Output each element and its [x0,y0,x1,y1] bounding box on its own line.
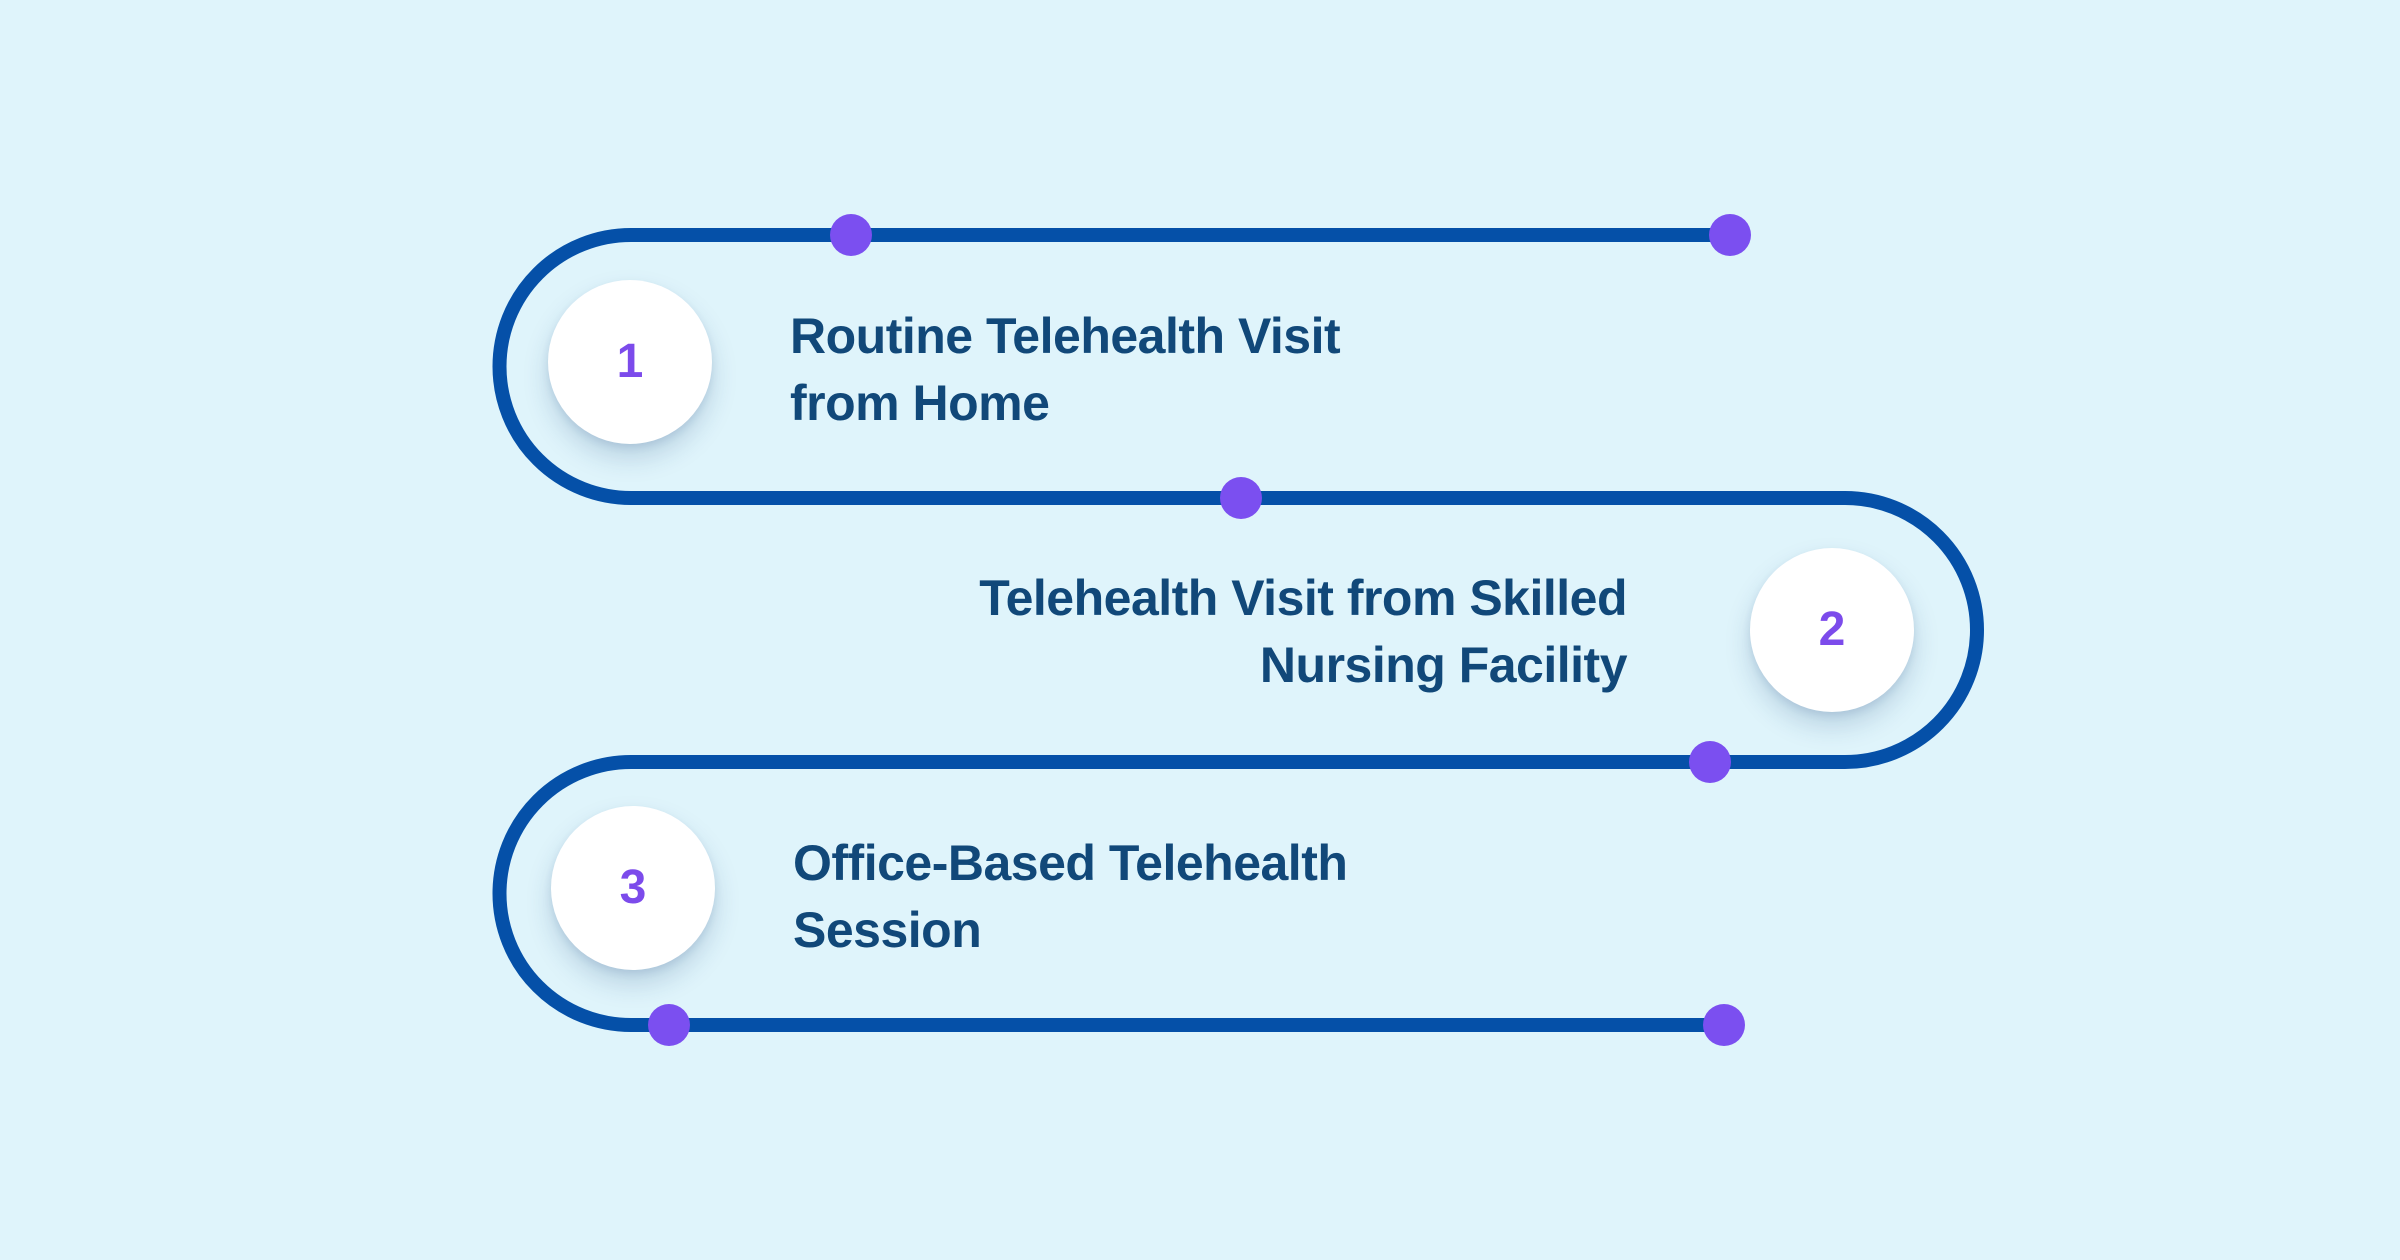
step-2-label-line-1: Telehealth Visit from Skilled [979,570,1627,626]
step-1-number: 1 [616,335,644,388]
path-dot [1709,214,1751,256]
path-dot [1689,741,1731,783]
step-1-badge: 1 [548,280,712,444]
step-3-label-line-1: Office-Based Telehealth [793,835,1348,891]
snake-path [492,228,1984,1032]
step-2-number: 2 [1818,603,1846,656]
step-3-badge: 3 [551,806,715,970]
step-1-label-line-1: Routine Telehealth Visit [790,308,1341,364]
step-2-label: Telehealth Visit from Skilled Nursing Fa… [979,565,1627,699]
step-3-label: Office-Based Telehealth Session [793,830,1348,964]
path-dot [1703,1004,1745,1046]
step-3-label-line-2: Session [793,902,982,958]
step-1-label-line-2: from Home [790,375,1050,431]
step-1-label: Routine Telehealth Visit from Home [790,303,1341,437]
step-2-label-line-2: Nursing Facility [1259,637,1628,693]
step-3-number: 3 [619,861,647,914]
path-dot [648,1004,690,1046]
step-2-badge: 2 [1750,548,1914,712]
path-dot [1220,477,1262,519]
path-dot [830,214,872,256]
